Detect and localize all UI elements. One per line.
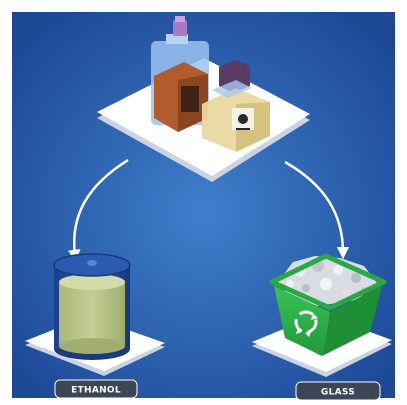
arrow-to-ethanol xyxy=(68,158,129,263)
ethanol-label-text: ETHANOL xyxy=(71,386,121,396)
source-node xyxy=(97,16,310,182)
ethanol-label: ETHANOL xyxy=(54,379,138,399)
recycle-icon xyxy=(294,310,318,337)
ethanol-node xyxy=(25,253,165,376)
glass-label: GLASS xyxy=(295,381,381,401)
arrow-to-glass xyxy=(284,160,350,260)
glass-node xyxy=(252,253,392,377)
glass-label-text: GLASS xyxy=(321,388,355,398)
ethanol-tank-icon xyxy=(53,253,131,360)
perfume-bottles-icon xyxy=(151,16,270,152)
glass-recycling-bin-icon xyxy=(269,253,387,356)
